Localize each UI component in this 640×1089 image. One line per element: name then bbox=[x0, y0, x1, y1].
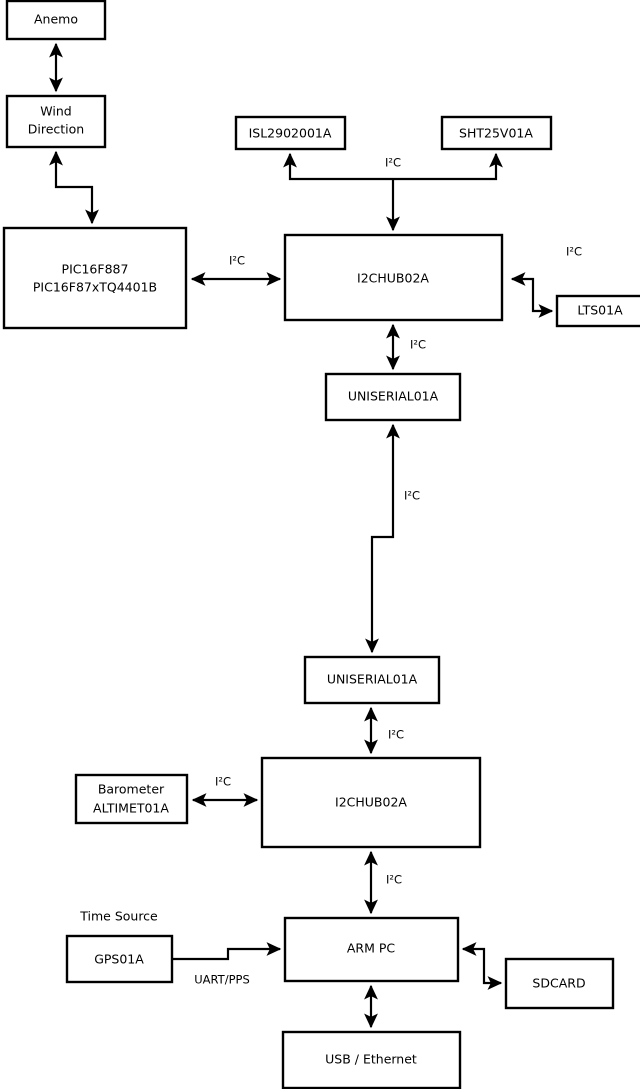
edge-arm-pc-sdcard bbox=[461, 942, 503, 990]
node-lts01a-box bbox=[555, 294, 640, 328]
node-wind-direction[interactable]: Wind Direction bbox=[5, 94, 107, 149]
node-isl2902001a[interactable]: ISL2902001A bbox=[234, 115, 347, 151]
node-sht25v01a-label: SHT25V01A bbox=[459, 126, 533, 141]
node-gps01a[interactable]: GPS01A bbox=[65, 934, 174, 984]
node-barometer-label-line2: ALTIMET01A bbox=[93, 801, 169, 816]
node-sdcard-box bbox=[504, 957, 615, 1010]
node-usb-ethernet-box bbox=[281, 1030, 462, 1089]
node-i2chub02a-bottom-label: I2CHUB02A bbox=[335, 795, 407, 810]
edge-pic-wind-direction bbox=[49, 150, 99, 225]
node-uniserial01a-top[interactable]: UNISERIAL01A bbox=[324, 372, 462, 422]
node-i2chub02a-bottom[interactable]: I2CHUB02A bbox=[260, 756, 482, 849]
node-i2chub02a-bottom-box bbox=[260, 756, 482, 849]
edge-gps01a-arm-pc bbox=[172, 942, 282, 961]
node-pic-mcu-box bbox=[2, 226, 188, 330]
node-barometer[interactable]: Barometer ALTIMET01A bbox=[74, 773, 189, 825]
node-usb-ethernet[interactable]: USB / Ethernet bbox=[281, 1030, 462, 1089]
edge-uniserial-top-uniserial-bottom bbox=[365, 423, 400, 654]
node-barometer-label-line1: Barometer bbox=[98, 782, 165, 797]
node-isl2902001a-label: ISL2902001A bbox=[249, 126, 332, 141]
node-arm-pc-box bbox=[283, 916, 460, 983]
node-gps01a-label: GPS01A bbox=[94, 952, 144, 967]
node-i2chub02a-top-box bbox=[283, 233, 504, 322]
edge-label-baro-hub-i2c: I²C bbox=[215, 775, 231, 789]
node-anemo[interactable]: Anemo bbox=[5, 0, 107, 41]
edge-i2chub02a-top-lts01a bbox=[510, 272, 554, 318]
edge-label-lts-i2c: I²C bbox=[566, 245, 582, 259]
node-sht25v01a[interactable]: SHT25V01A bbox=[440, 115, 553, 151]
node-isl2902001a-box bbox=[234, 115, 347, 151]
node-anemo-label: Anemo bbox=[34, 12, 78, 27]
node-pic-mcu-label-line2: PIC16F87xTQ4401B bbox=[33, 280, 157, 295]
node-i2chub02a-top-label: I2CHUB02A bbox=[357, 271, 429, 286]
node-lts01a-label: LTS01A bbox=[577, 303, 623, 318]
node-anemo-box bbox=[5, 0, 107, 41]
label-time-source: Time Source bbox=[79, 909, 158, 924]
node-usb-ethernet-label: USB / Ethernet bbox=[325, 1052, 417, 1067]
node-wind-direction-label-line1: Wind bbox=[40, 104, 71, 119]
node-uniserial01a-bottom-label: UNISERIAL01A bbox=[327, 672, 418, 687]
edge-label-uni-uni-i2c: I²C bbox=[404, 489, 420, 503]
node-pic-mcu[interactable]: PIC16F887 PIC16F87xTQ4401B bbox=[2, 226, 188, 330]
node-i2chub02a-top[interactable]: I2CHUB02A bbox=[283, 233, 504, 322]
node-pic-mcu-label-line1: PIC16F887 bbox=[62, 262, 129, 277]
node-uniserial01a-bottom[interactable]: UNISERIAL01A bbox=[303, 655, 441, 705]
edge-label-pic-hub-i2c: I²C bbox=[229, 254, 245, 268]
edge-label-uni-hub-i2c: I²C bbox=[388, 728, 404, 742]
edge-label-hub-uni-i2c: I²C bbox=[410, 338, 426, 352]
node-sht25v01a-box bbox=[440, 115, 553, 151]
edge-label-bus-top-i2c: I²C bbox=[385, 156, 401, 170]
node-uniserial01a-top-label: UNISERIAL01A bbox=[348, 389, 439, 404]
node-sdcard[interactable]: SDCARD bbox=[504, 957, 615, 1010]
edge-label-hub-armpc-i2c: I²C bbox=[386, 873, 402, 887]
edge-label-gps-armpc-uart: UART/PPS bbox=[194, 973, 250, 987]
node-wind-direction-box bbox=[5, 94, 107, 149]
node-lts01a[interactable]: LTS01A bbox=[555, 294, 640, 328]
node-barometer-box bbox=[74, 773, 189, 825]
node-uniserial01a-bottom-box bbox=[303, 655, 441, 705]
node-gps01a-box bbox=[65, 934, 174, 984]
node-arm-pc[interactable]: ARM PC bbox=[283, 916, 460, 983]
node-wind-direction-label-line2: Direction bbox=[28, 122, 84, 137]
node-arm-pc-label: ARM PC bbox=[347, 941, 396, 956]
node-uniserial01a-top-box bbox=[324, 372, 462, 422]
node-sdcard-label: SDCARD bbox=[532, 976, 585, 991]
